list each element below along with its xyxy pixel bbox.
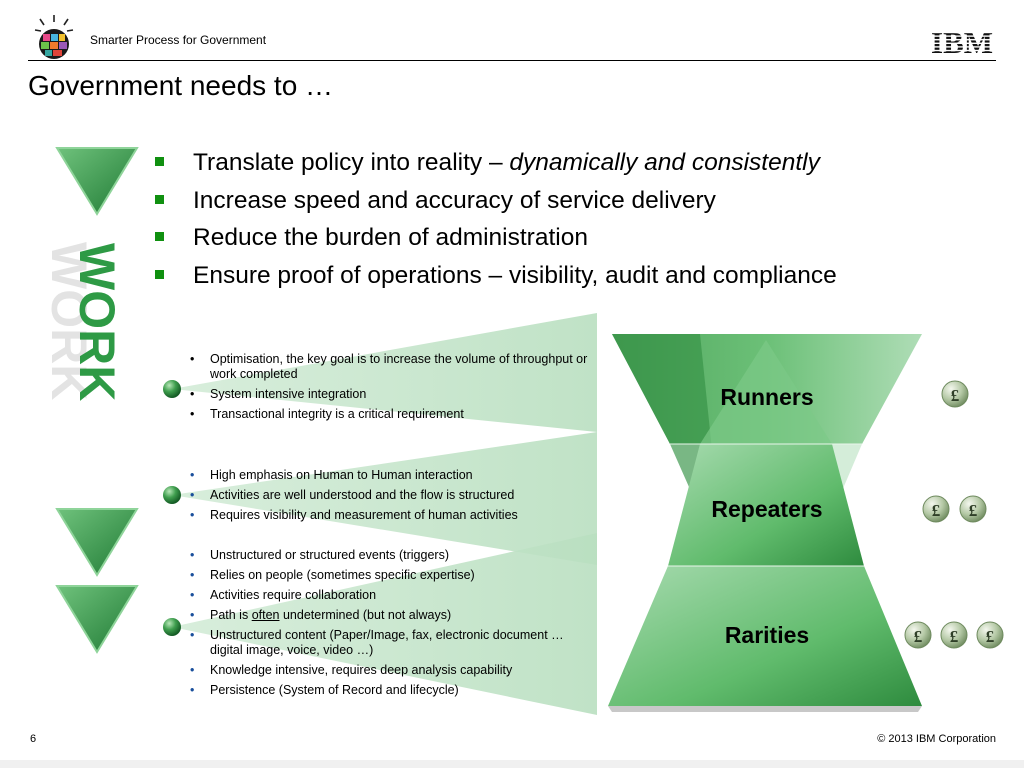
main-bullet-2: Increase speed and accuracy of service d…	[150, 182, 970, 220]
main-bullet-4: Ensure proof of operations – visibility,…	[150, 257, 970, 295]
beam-rarities	[172, 533, 597, 715]
repeaters-detail-list: •High emphasis on Human to Human interac…	[188, 468, 588, 528]
page-number: 6	[30, 733, 37, 745]
down-arrow-icon	[55, 585, 139, 654]
list-item: •System intensive integration	[190, 387, 367, 401]
page-title: Government needs to …	[28, 70, 334, 101]
coin-rarities: £ £ £	[904, 621, 1004, 649]
connector-ball-runners	[163, 380, 181, 398]
list-item: •Persistence (System of Record and lifec…	[190, 683, 459, 697]
header-divider	[28, 60, 996, 61]
bottom-band	[0, 760, 1024, 768]
tier-label-rarities: Rarities	[724, 622, 810, 648]
rarities-detail-list: •Unstructured or structured events (trig…	[188, 548, 588, 703]
list-item: •Requires visibility and measurement of …	[190, 508, 518, 522]
tier-label-runners: Runners	[720, 384, 814, 410]
vertical-work-reflection: WORK	[41, 242, 97, 400]
down-arrow-icon	[55, 508, 139, 577]
bullet-square-icon	[155, 157, 164, 166]
bullet-square-icon	[155, 194, 164, 204]
connector-ball-rarities	[163, 618, 181, 636]
list-item: •Path is often undetermined (but not alw…	[190, 608, 452, 622]
ibm-logo: IBM	[931, 26, 993, 56]
ibm-logo-text: IBM	[931, 26, 993, 56]
tier-label-repeaters: Repeaters	[711, 496, 823, 522]
list-item: •Knowledge intensive, requires deep anal…	[190, 663, 513, 677]
copyright: © 2013 IBM Corporation	[877, 733, 996, 745]
list-item: •Activities are well understood and the …	[190, 488, 515, 502]
main-bullet-list: Translate policy into reality – dynamica…	[150, 144, 970, 294]
pound-coin-icon: £	[932, 501, 941, 520]
list-item: •Unstructured content (Paper/Image, fax,…	[190, 628, 564, 657]
beam-repeaters	[172, 432, 597, 565]
pound-coin-icon: £	[950, 627, 959, 646]
list-item: •High emphasis on Human to Human interac…	[190, 468, 473, 482]
pound-coin-icon: £	[951, 386, 960, 405]
smarter-planet-logo	[34, 15, 74, 59]
header-title: Smarter Process for Government	[90, 33, 267, 47]
pound-coin-icon: £	[986, 627, 995, 646]
coin-repeaters: £ £	[922, 495, 987, 523]
list-item: •Transactional integrity is a critical r…	[190, 407, 464, 421]
list-item: •Optimisation, the key goal is to increa…	[190, 352, 588, 381]
runners-detail-list: •Optimisation, the key goal is to increa…	[188, 352, 588, 427]
bullet-square-icon	[155, 232, 164, 241]
pound-coin-icon: £	[914, 627, 923, 646]
beam-runners	[172, 313, 597, 432]
main-bullet-1: Translate policy into reality – dynamica…	[150, 144, 970, 182]
bullet-square-icon	[155, 269, 164, 279]
coin-runners: £	[941, 380, 969, 408]
down-arrow-icon	[55, 147, 139, 216]
hourglass-diagram	[608, 334, 922, 712]
bullet-emphasis: dynamically and consistently	[509, 149, 820, 176]
list-item: •Activities require collaboration	[190, 588, 377, 602]
vertical-work-word: WORK	[69, 243, 125, 401]
connector-ball-repeaters	[163, 486, 181, 504]
list-item: •Unstructured or structured events (trig…	[190, 548, 449, 562]
list-item: •Relies on people (sometimes specific ex…	[190, 568, 475, 582]
main-bullet-3: Reduce the burden of administration	[150, 219, 970, 257]
pound-coin-icon: £	[969, 501, 978, 520]
